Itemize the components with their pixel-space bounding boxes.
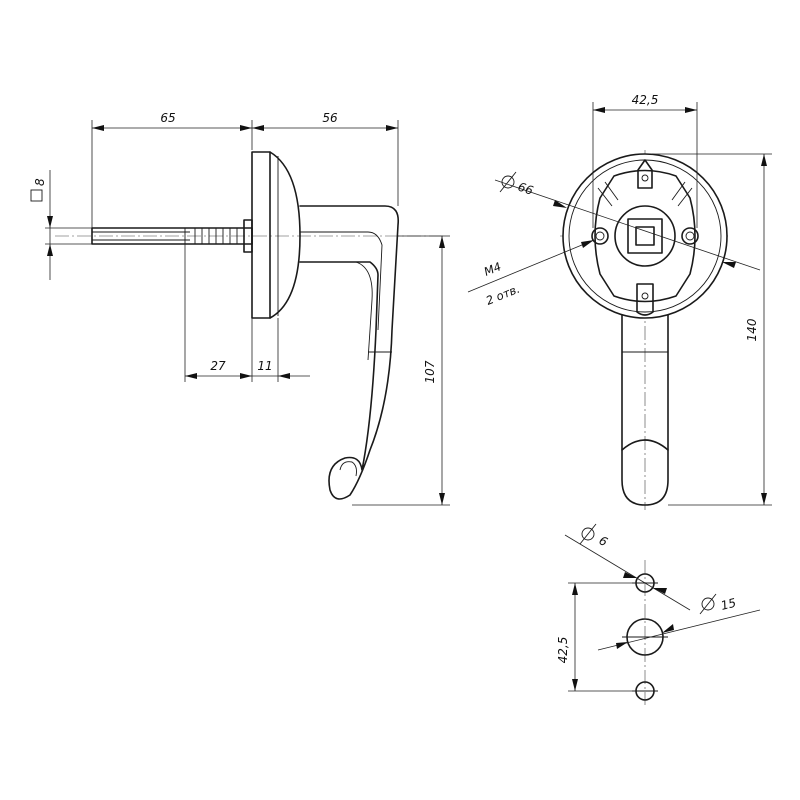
dim-42-5-label: 42,5 <box>632 93 659 107</box>
dim-large-hole: 15 <box>597 593 761 651</box>
lever-front <box>621 299 669 506</box>
dim-pattern-spacing: 42,5 <box>556 582 636 692</box>
rosette-front <box>562 153 728 319</box>
dim-head-length: 56 <box>252 111 399 206</box>
dim-small-hole: 6 <box>564 523 691 611</box>
side-view: 65 56 8 27 <box>30 111 450 506</box>
diameter-symbol-icon <box>701 597 715 611</box>
diameter-symbol-icon <box>581 527 595 541</box>
dim-27-label: 27 <box>210 359 226 373</box>
dim-8-label: 8 <box>33 178 47 186</box>
dim-hole-spacing: 42,5 <box>592 93 698 228</box>
dim-15-label: 15 <box>719 596 737 613</box>
dim-height: 107 <box>352 235 450 506</box>
square-symbol-icon <box>30 189 43 202</box>
dim-6-label: 6 <box>597 533 611 549</box>
dim-42-5-pattern-label: 42,5 <box>556 637 570 664</box>
diameter-symbol-icon <box>501 175 515 189</box>
dim-11-label: 11 <box>257 359 272 373</box>
dim-rosette-diameter: 66 <box>494 171 761 271</box>
dim-total-height: 140 <box>652 153 772 506</box>
dim-27-11: 27 11 <box>184 244 310 382</box>
mounting-pattern: 6 15 42,5 <box>556 523 761 705</box>
dim-56-label: 56 <box>322 111 338 125</box>
rosette-side <box>251 151 301 319</box>
dim-shaft-length: 65 <box>91 111 253 228</box>
holes-note: 2 отв. <box>484 282 522 308</box>
thread-label: M4 <box>482 259 503 278</box>
dim-65-label: 65 <box>160 111 175 125</box>
dim-square: 8 <box>30 170 92 280</box>
front-view: 42,5 66 M4 2 отв. 140 <box>467 93 772 510</box>
handle-lever <box>299 205 400 500</box>
dim-66-label: 66 <box>516 180 535 198</box>
dim-140-label: 140 <box>745 318 759 341</box>
dim-107-label: 107 <box>423 360 437 383</box>
